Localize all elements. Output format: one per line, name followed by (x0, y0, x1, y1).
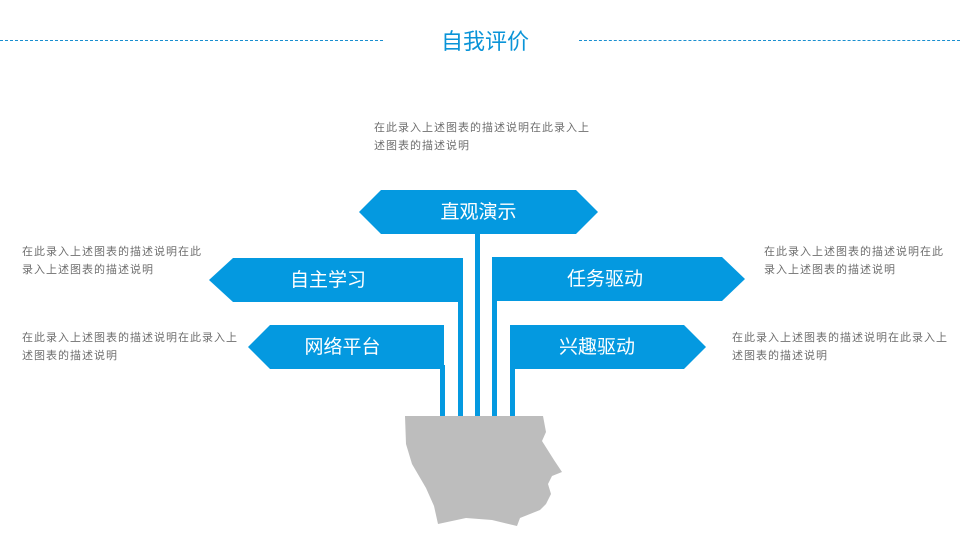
pole-right-lower (510, 365, 515, 416)
desc-right-lower: 在此录入上述图表的描述说明在此录入上 述图表的描述说明 (732, 329, 948, 365)
desc-line: 述图表的描述说明 (732, 349, 828, 362)
desc-left-upper: 在此录入上述图表的描述说明在此 录入上述图表的描述说明 (22, 243, 202, 279)
desc-right-upper: 在此录入上述图表的描述说明在此 录入上述图表的描述说明 (764, 243, 944, 279)
desc-left-lower: 在此录入上述图表的描述说明在此录入上 述图表的描述说明 (22, 329, 238, 365)
head-silhouette-icon (405, 416, 562, 526)
desc-line: 录入上述图表的描述说明 (764, 263, 896, 276)
sign-left-lower-label: 网络平台 (304, 336, 381, 358)
sign-right-upper (492, 257, 745, 301)
sign-left-upper-label: 自主学习 (289, 269, 366, 291)
sign-right-lower (510, 325, 706, 369)
desc-line: 在此录入上述图表的描述说明在此 (764, 245, 944, 258)
desc-line: 述图表的描述说明 (374, 139, 470, 152)
pole-left-upper (458, 298, 463, 416)
sign-top (359, 190, 598, 234)
pole-top (475, 230, 480, 416)
pole-right-upper (492, 298, 497, 416)
desc-line: 在此录入上述图表的描述说明在此录入上 (732, 331, 948, 344)
desc-line: 在此录入上述图表的描述说明在此录入上 (374, 121, 590, 134)
sign-left-lower (248, 325, 444, 369)
sign-top-label: 直观演示 (440, 201, 517, 223)
header-divider-left (0, 40, 383, 41)
desc-line: 述图表的描述说明 (22, 349, 118, 362)
page-title: 自我评价 (440, 30, 529, 55)
desc-line: 在此录入上述图表的描述说明在此 (22, 245, 202, 258)
header-divider-right (579, 40, 960, 41)
sign-left-upper (209, 258, 463, 302)
desc-line: 在此录入上述图表的描述说明在此录入上 (22, 331, 238, 344)
sign-right-upper-label: 任务驱动 (566, 268, 643, 290)
pole-left-lower (440, 365, 445, 416)
desc-top: 在此录入上述图表的描述说明在此录入上 述图表的描述说明 (374, 119, 590, 155)
sign-right-lower-label: 兴趣驱动 (558, 336, 635, 358)
desc-line: 录入上述图表的描述说明 (22, 263, 154, 276)
